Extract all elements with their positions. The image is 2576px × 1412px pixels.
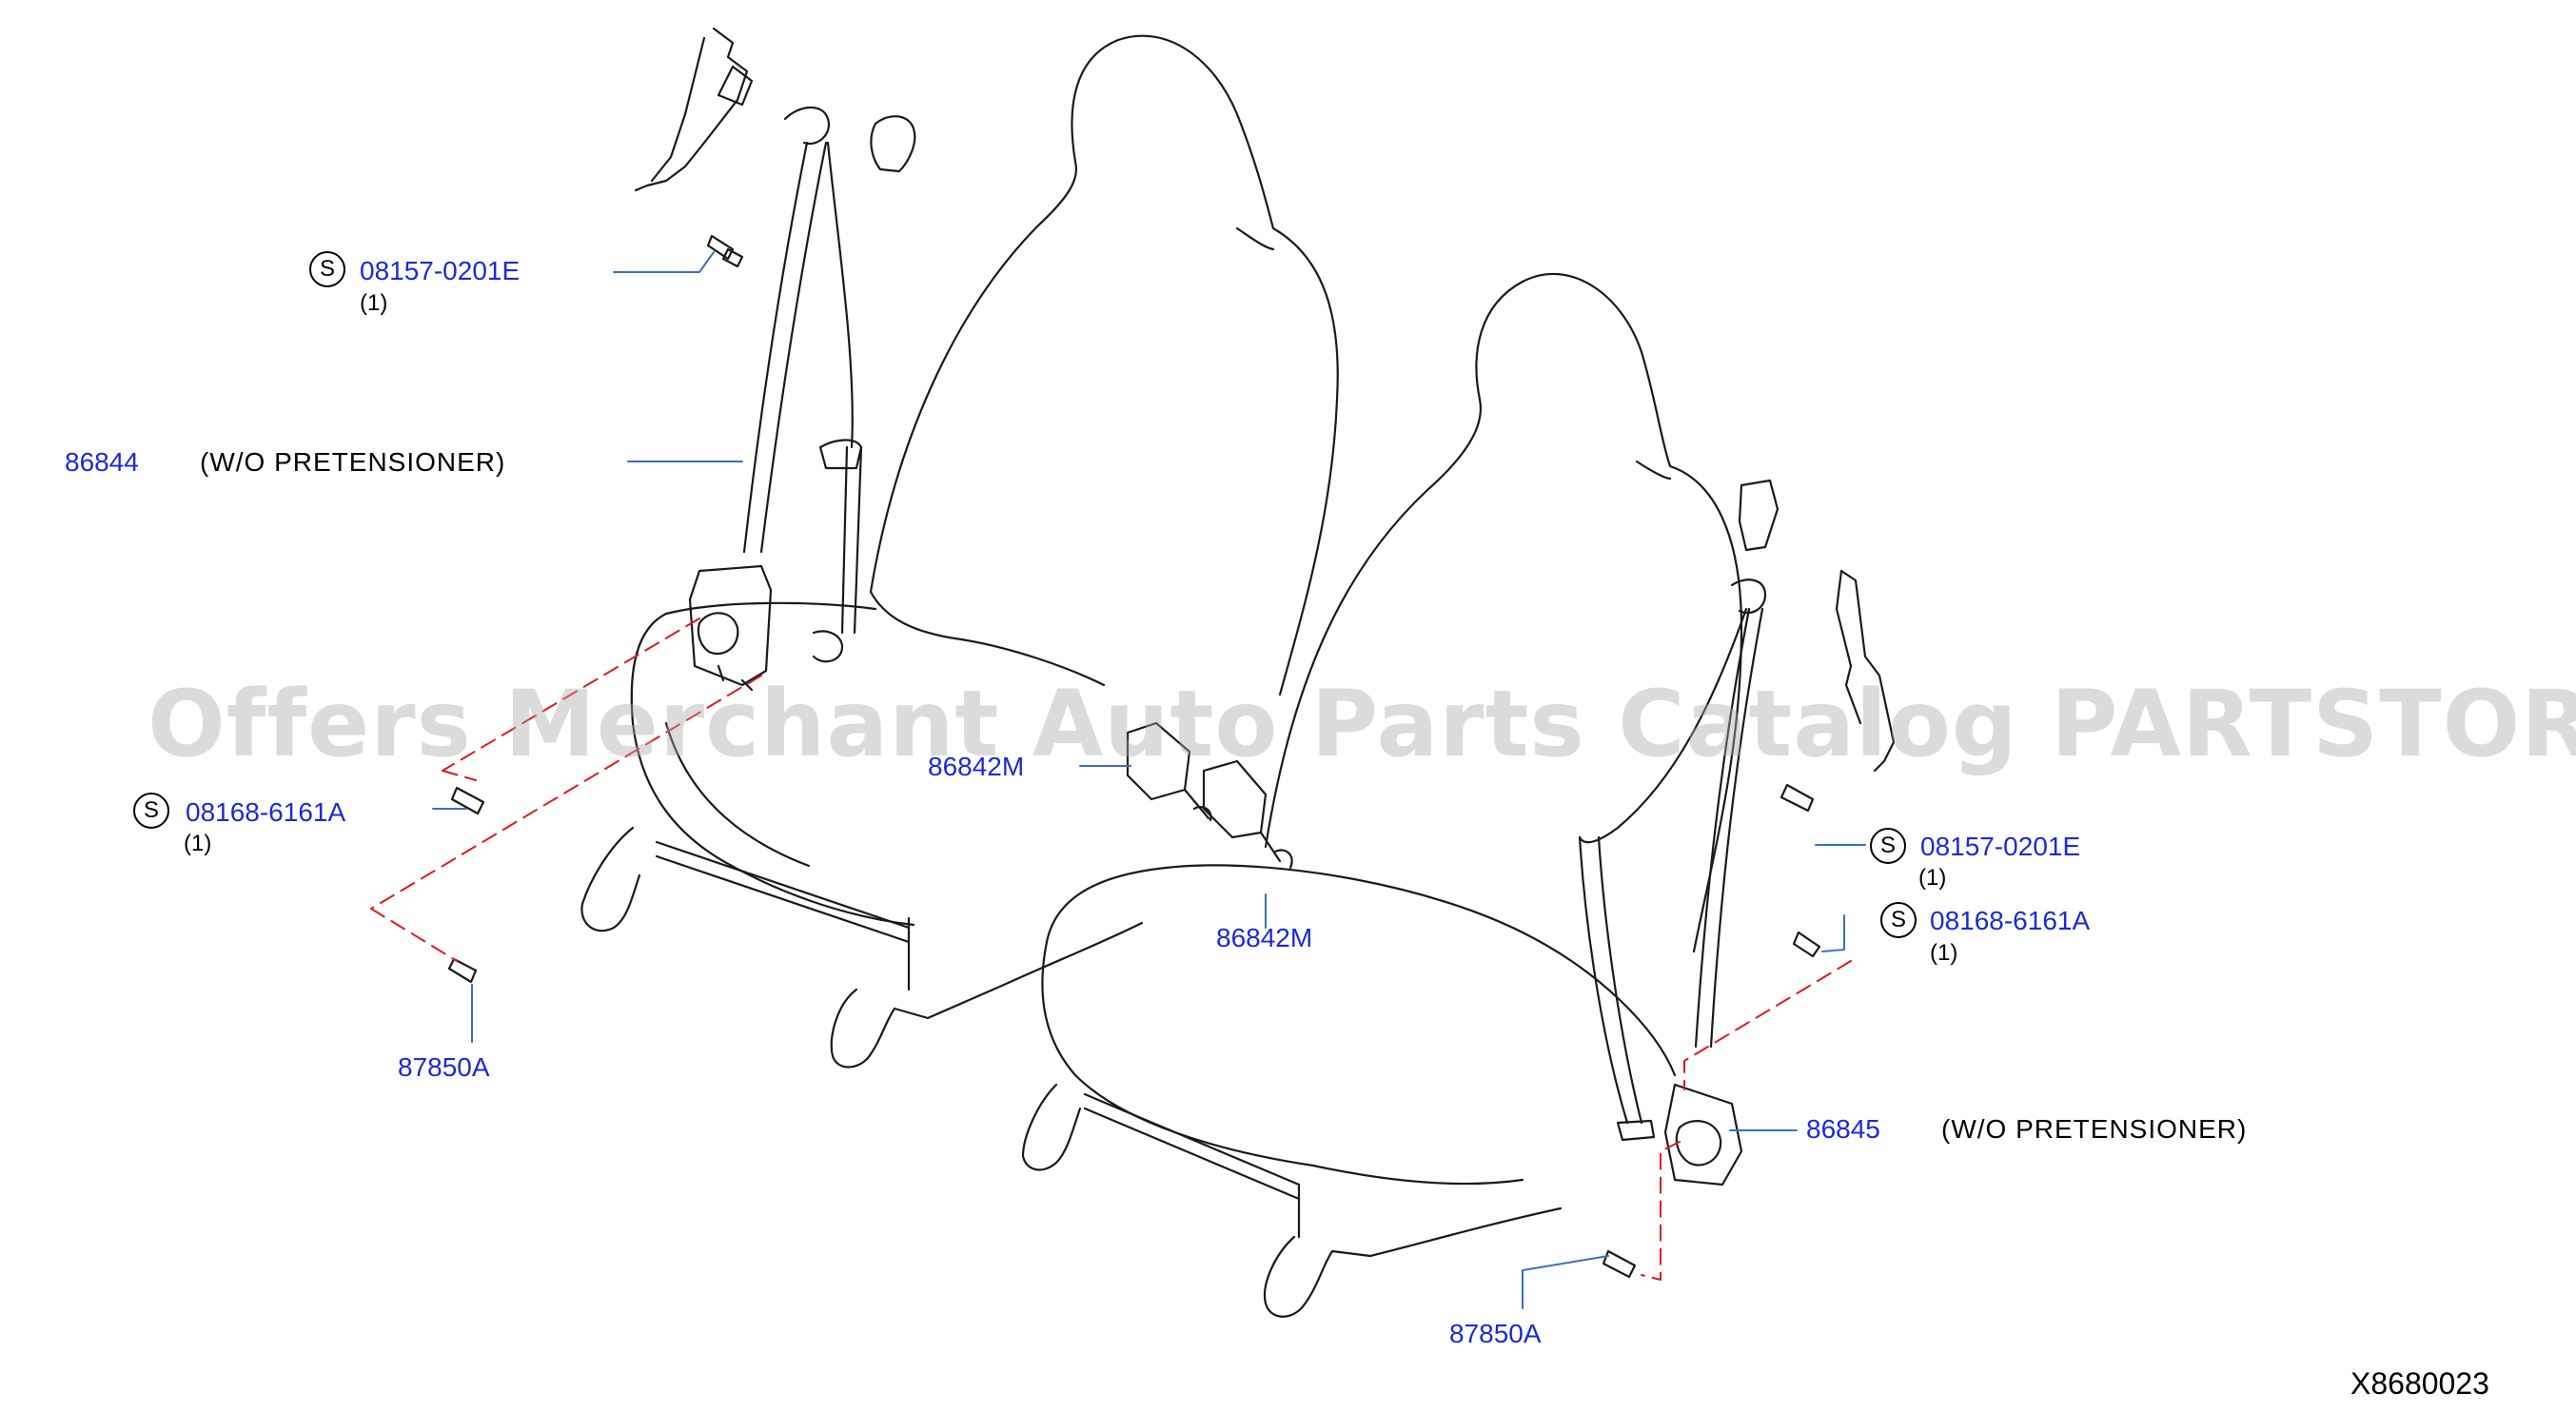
callout-quantity: (1) [360, 290, 388, 316]
callout-note: (W/O PRETENSIONER) [200, 447, 506, 477]
dashed-alignment-lines [370, 618, 1852, 1281]
callout-note: (W/O PRETENSIONER) [1941, 1114, 2248, 1144]
callout-part-number[interactable]: 86842M [928, 752, 1025, 781]
figure-code: X8680023 [2350, 1366, 2489, 1401]
callout-part-number[interactable]: 87850A [398, 1052, 490, 1082]
standard-part-mark: S [133, 793, 169, 829]
callout-part-number[interactable]: 08157-0201E [1920, 832, 2081, 861]
callout-part-number[interactable]: 87850A [1449, 1319, 1542, 1348]
standard-part-mark: S [1880, 902, 1917, 938]
standard-part-mark: S [309, 251, 345, 287]
watermark-text: Offers Merchant Auto Parts Catalog PARTS… [147, 671, 2576, 777]
callout-quantity: (1) [1930, 940, 1958, 966]
standard-part-mark: S [1870, 828, 1906, 864]
callout-part-number[interactable]: 86845 [1806, 1114, 1880, 1144]
callout-quantity: (1) [1918, 865, 1947, 891]
callout-part-number[interactable]: 86844 [65, 447, 139, 477]
right-seat-drawing [447, 272, 1896, 1318]
leader-lines [432, 251, 1866, 1309]
callout-part-number[interactable]: 08168-6161A [1930, 906, 2091, 935]
left-seat-drawing [580, 27, 1339, 1069]
callout-part-number[interactable]: 86842M [1216, 923, 1313, 952]
callout-part-number[interactable]: 08157-0201E [360, 256, 521, 285]
callout-part-number[interactable]: 08168-6161A [186, 797, 346, 827]
callout-quantity: (1) [184, 831, 212, 856]
